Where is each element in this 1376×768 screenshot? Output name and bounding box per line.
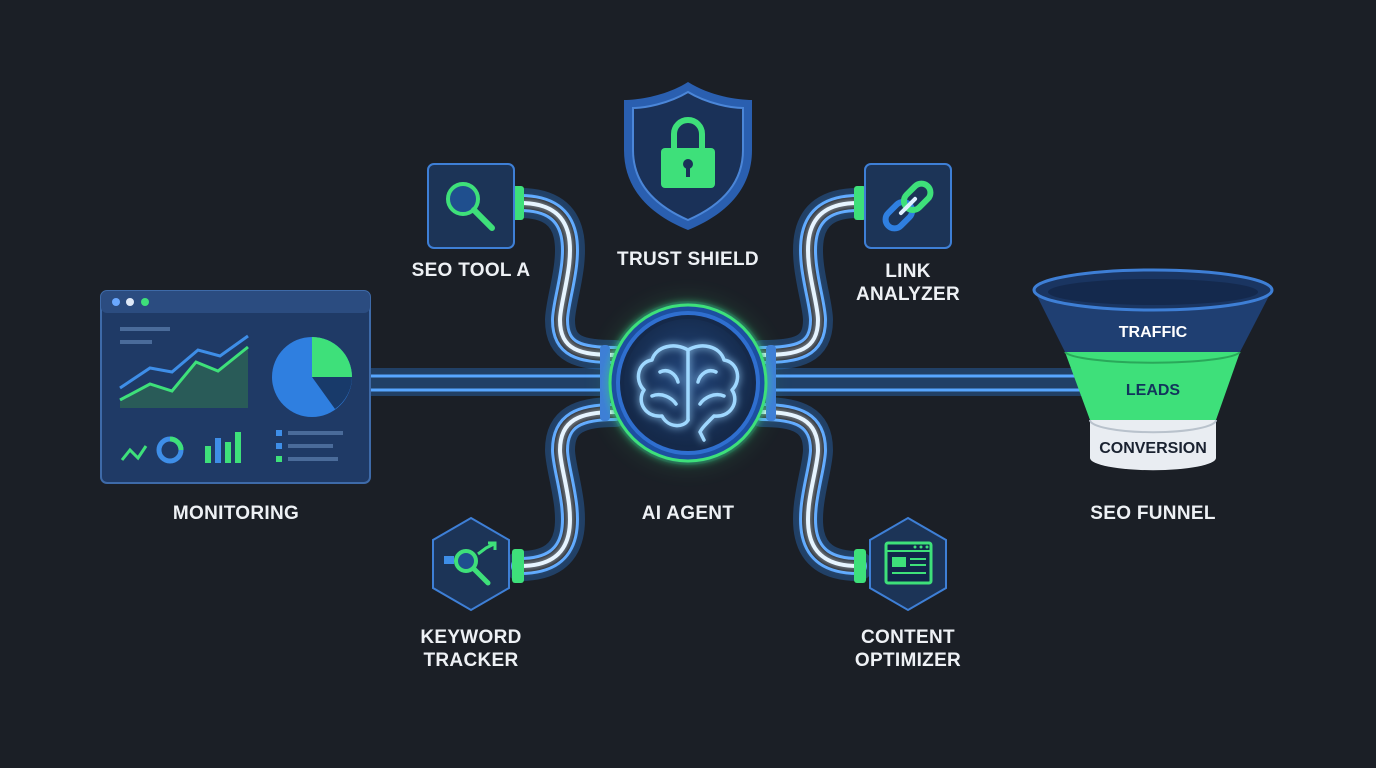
- connector-seo-tool-a: [505, 188, 630, 370]
- node-label-ai-agent: AI AGENT: [641, 503, 735, 524]
- funnel-stage-conversion: CONVERSION: [1099, 440, 1207, 457]
- brain-icon: [600, 301, 776, 465]
- connector-content-optimizer: [747, 397, 873, 581]
- funnel-icon: TRAFFIC LEADS CONVERSION: [1032, 268, 1274, 471]
- connector-keyword-tracker: [505, 397, 630, 581]
- magnifier-icon: [427, 163, 515, 249]
- node-label-keyword-tracker: KEYWORD TRACKER: [420, 627, 522, 671]
- node-label-seo-tool-a: SEO TOOL A: [411, 260, 531, 281]
- chain-link-icon: [864, 163, 952, 249]
- connector-seo-funnel: [751, 368, 1099, 396]
- funnel-stage-leads: LEADS: [1126, 382, 1181, 399]
- keyword-trend-icon: [432, 516, 510, 612]
- node-label-link-analyzer: LINK ANALYZER: [855, 261, 961, 305]
- dashboard-icon: [100, 290, 371, 484]
- node-label-trust-shield: TRUST SHIELD: [617, 249, 759, 270]
- node-label-monitoring: MONITORING: [172, 503, 300, 524]
- browser-content-icon: [869, 516, 947, 612]
- node-label-content-optimizer: CONTENT OPTIMIZER: [854, 627, 962, 671]
- connectors: [356, 186, 1099, 583]
- connector-monitoring: [356, 368, 624, 396]
- node-label-seo-funnel: SEO FUNNEL: [1090, 503, 1216, 524]
- shield-lock-icon: [624, 82, 752, 230]
- funnel-stage-traffic: TRAFFIC: [1119, 324, 1188, 341]
- connector-link-analyzer: [747, 188, 873, 370]
